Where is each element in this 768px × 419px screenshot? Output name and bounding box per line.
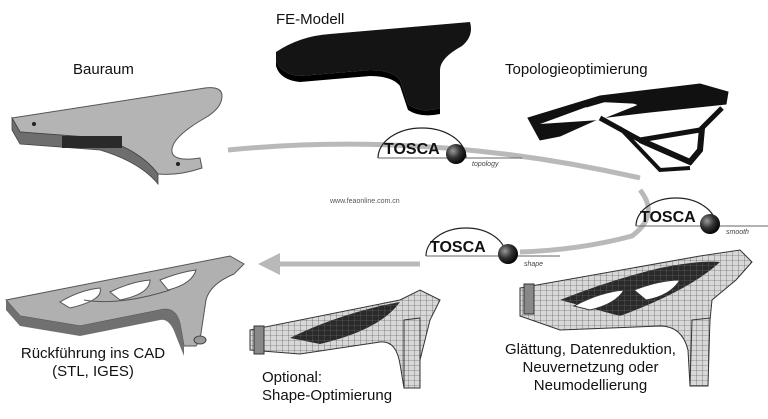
- cad-part: [5, 255, 245, 356]
- label-bauraum: Bauraum: [73, 61, 134, 78]
- badge-brand: TOSCA: [640, 209, 696, 226]
- shape-optimized-part: [249, 289, 441, 389]
- flow-arrows: [227, 141, 651, 275]
- sphere-icon: [446, 144, 466, 164]
- sphere-icon: [700, 214, 720, 234]
- topology-result: [527, 83, 729, 173]
- tosca-badge-shape: TOSCA shape: [425, 227, 560, 268]
- label-rueckfuehrung: Rückführung ins CAD (STL, IGES): [8, 345, 178, 381]
- sphere-icon: [498, 244, 518, 264]
- badge-sub: topology: [472, 161, 499, 168]
- tosca-badge-topology: TOSCA topology: [377, 127, 522, 168]
- label-glaettung: Glättung, Datenreduktion, Neuvernetzung …: [488, 341, 693, 395]
- flow-arc-top: [227, 141, 641, 181]
- watermark: www.feaonline.com.cn: [330, 198, 400, 205]
- fe-model-block: [276, 22, 471, 116]
- label-glaettung-line3: Neumodellierung: [533, 377, 648, 394]
- arrow-head-icon: [258, 253, 280, 275]
- label-rueckfuehrung-line2: (STL, IGES): [52, 363, 134, 380]
- label-rueckfuehrung-line1: Rückführung ins CAD: [20, 345, 166, 362]
- label-topologie: Topologieoptimierung: [505, 61, 648, 78]
- flow-arc-right: [519, 188, 651, 255]
- badge-brand: TOSCA: [384, 141, 440, 158]
- label-glaettung-line1: Glättung, Datenreduktion,: [505, 341, 676, 358]
- smoothed-part: [519, 249, 753, 387]
- tosca-badge-smooth: TOSCA smooth: [635, 197, 768, 236]
- label-glaettung-line2: Neuvernetzung oder: [522, 359, 659, 376]
- badge-sub: smooth: [726, 229, 749, 236]
- badge-sub: shape: [524, 261, 543, 268]
- badge-brand: TOSCA: [430, 239, 486, 256]
- label-optional-line2: Shape-Optimierung: [262, 387, 393, 404]
- bauraum-design-space: [11, 87, 223, 186]
- label-optional-line1: Optional:: [262, 369, 323, 386]
- label-optional: Optional: Shape-Optimierung: [262, 369, 392, 405]
- label-fe-modell: FE-Modell: [276, 11, 345, 28]
